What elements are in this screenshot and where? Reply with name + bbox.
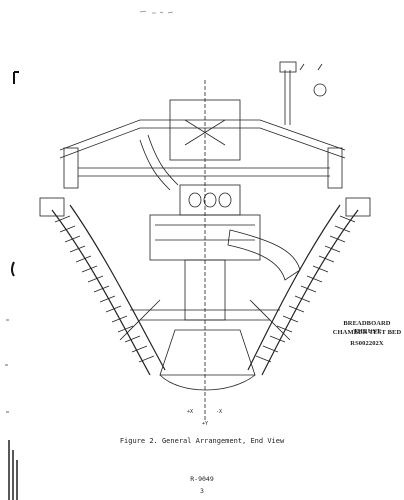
margin-mark xyxy=(11,261,15,277)
central-assembly xyxy=(149,80,301,420)
margin-mark xyxy=(5,319,9,413)
pipe xyxy=(139,134,179,191)
base-dome xyxy=(159,374,256,391)
right-curved-chamber xyxy=(247,197,371,376)
left-curved-chamber xyxy=(39,197,166,376)
scan-artifact xyxy=(139,10,174,14)
side-label-line-3: RS002202X xyxy=(350,340,384,347)
axis-label-plus-x: +X xyxy=(187,409,194,415)
binding-edge xyxy=(8,440,18,500)
page-number: 3 xyxy=(200,487,204,495)
side-label-line-1: BREADBOARD THRUST xyxy=(343,320,391,335)
upper-right-plumbing xyxy=(279,61,327,125)
side-label-line-2: CHAMBER TEST BED xyxy=(332,329,402,336)
report-number: R-9049 xyxy=(190,475,214,483)
axis-label-minus-x: -X xyxy=(216,409,223,415)
margin-mark xyxy=(13,71,19,84)
figure-caption: Figure 2. General Arrangement, End View xyxy=(119,437,285,445)
top-frame xyxy=(59,119,346,151)
axis-label-plus-y: +Y xyxy=(202,421,209,427)
